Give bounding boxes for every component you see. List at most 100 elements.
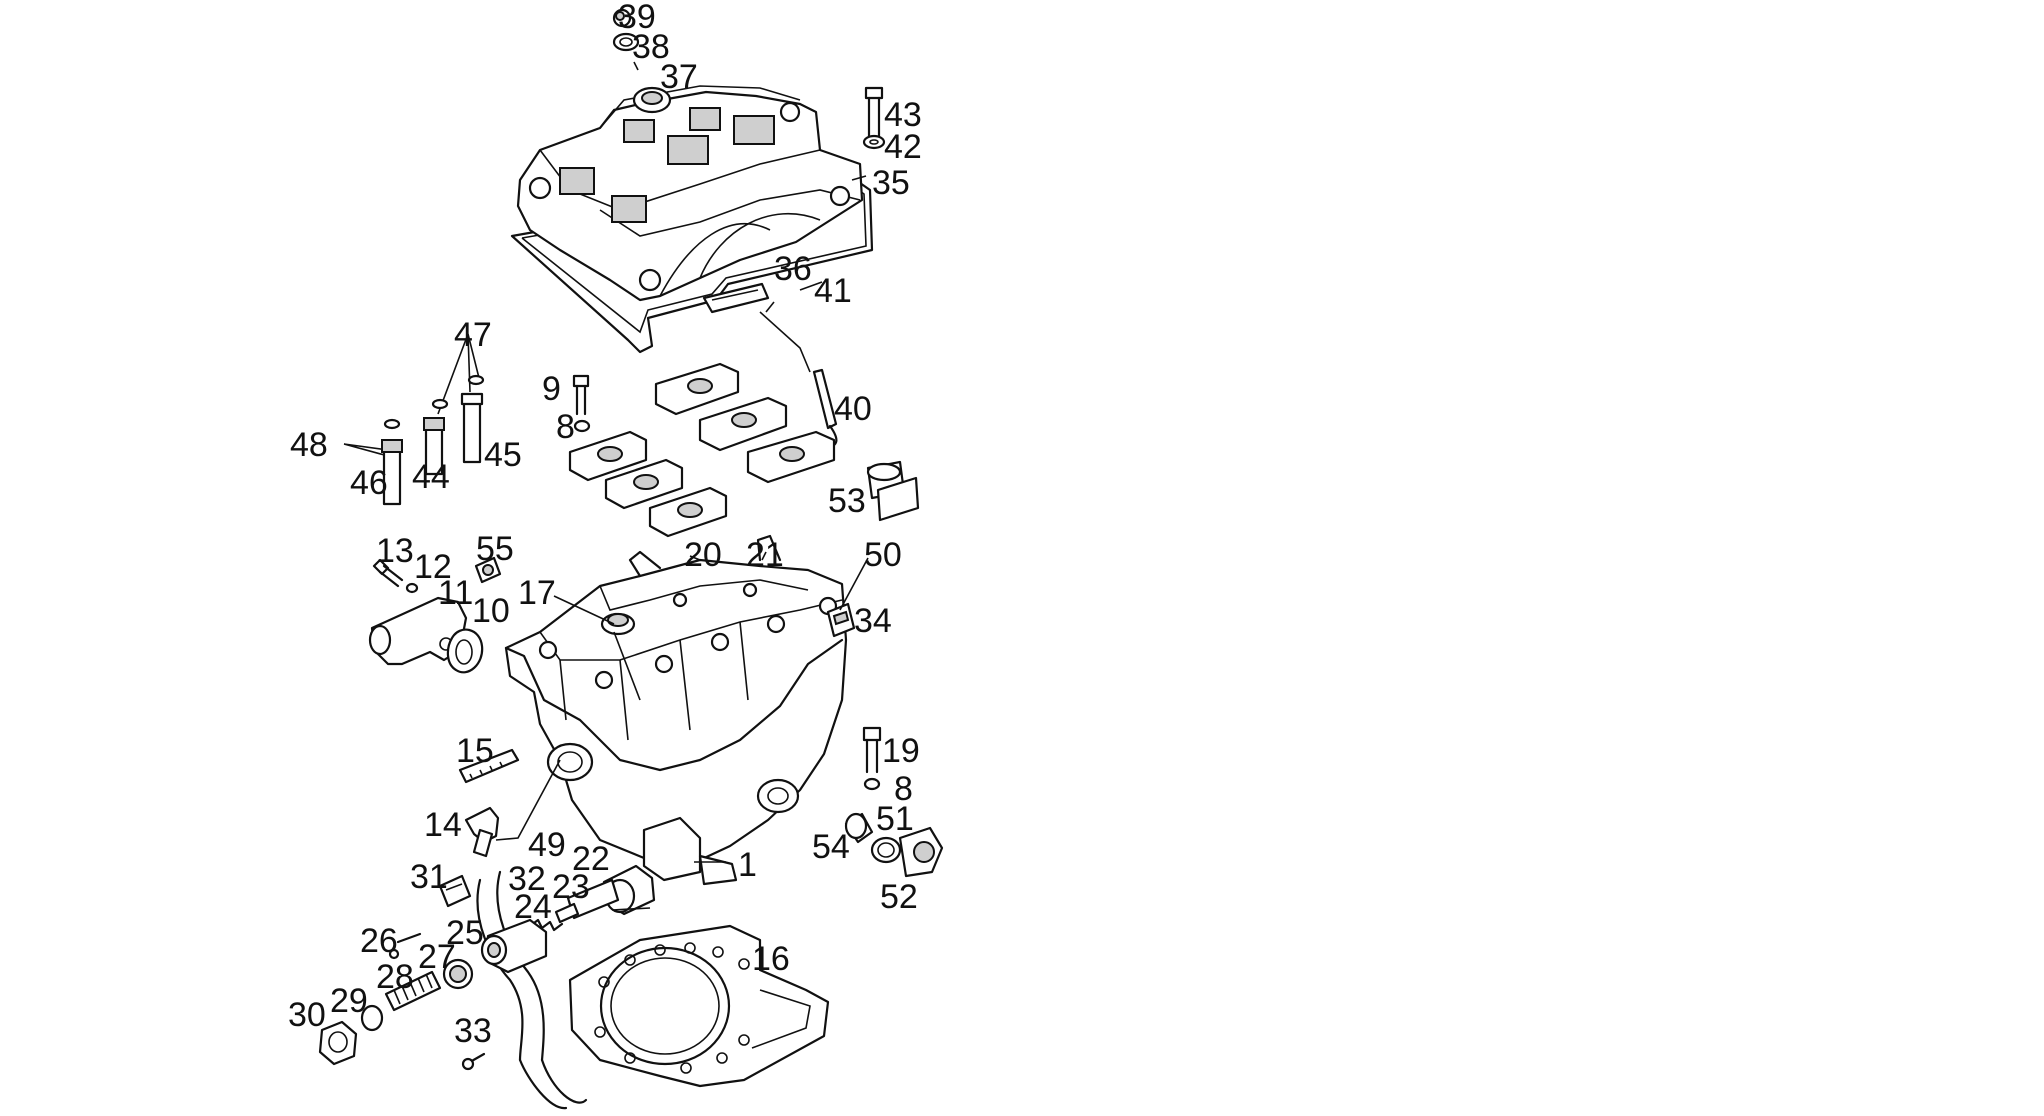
washer-12 — [405, 582, 419, 594]
camshaft-cap-f — [648, 486, 728, 538]
pin-23 — [554, 902, 580, 924]
o-ring-51 — [870, 836, 902, 864]
bolt-33 — [461, 1052, 486, 1071]
callout-12: 12 — [414, 548, 452, 586]
callout-36: 36 — [774, 250, 812, 288]
spring-24 — [528, 918, 564, 932]
callout-51: 51 — [876, 800, 914, 838]
bolt-9 — [572, 374, 590, 416]
callout-53: 53 — [828, 482, 866, 520]
callout-45: 45 — [484, 436, 522, 474]
hose-32 — [476, 870, 588, 1110]
callout-48: 48 — [290, 426, 328, 464]
pin-26 — [388, 932, 422, 960]
bolt-43 — [864, 86, 884, 138]
callout-29: 29 — [330, 982, 368, 1020]
seal-37 — [632, 86, 672, 114]
o-ring-47-b — [431, 398, 449, 410]
callout-44: 44 — [412, 458, 450, 496]
plug-52 — [898, 826, 944, 878]
callout-17: 17 — [518, 574, 556, 612]
callout-42: 42 — [884, 128, 922, 166]
callout-35: 35 — [872, 164, 910, 202]
tensioner-22 — [566, 864, 656, 920]
callout-13: 13 — [376, 532, 414, 570]
sensor-40 — [759, 311, 838, 450]
washer-29 — [360, 1004, 384, 1032]
breather-cap-39 — [612, 8, 632, 28]
plug-27 — [442, 958, 474, 990]
washer-8a — [573, 419, 591, 433]
callout-15: 15 — [456, 732, 494, 770]
bolt-13 — [372, 558, 404, 588]
bolt-19 — [862, 726, 882, 774]
callout-1: 1 — [738, 846, 757, 884]
callout-11: 11 — [438, 574, 473, 612]
camshaft-cap-e — [604, 458, 684, 510]
plate-36 — [702, 282, 770, 314]
callout-26: 26 — [360, 922, 398, 960]
callout-41: 41 — [814, 272, 852, 310]
callout-14: 14 — [424, 806, 462, 844]
fitting-14 — [464, 806, 500, 858]
callout-40: 40 — [834, 390, 872, 428]
callout-50: 50 — [864, 536, 902, 574]
camshaft-cap-a — [654, 362, 740, 416]
camshaft-cap-c — [746, 430, 836, 484]
callout-32: 32 — [508, 860, 546, 898]
o-ring-47-a — [383, 418, 401, 430]
valve-guide-44 — [423, 417, 445, 476]
callout-20: 20 — [684, 536, 722, 574]
valve-cover — [516, 85, 864, 302]
callout-16: 16 — [752, 940, 790, 978]
callout-21: 21 — [746, 536, 784, 574]
callout-31: 31 — [410, 858, 448, 896]
clamp-31 — [438, 874, 472, 908]
callout-33: 33 — [454, 1012, 492, 1050]
callout-43: 43 — [884, 96, 922, 134]
head-gasket-16 — [568, 924, 830, 1088]
tensioner-body-25 — [480, 918, 548, 974]
o-ring-47-c — [467, 374, 485, 386]
callout-23: 23 — [552, 868, 590, 906]
callout-38: 38 — [632, 28, 670, 66]
callout-28: 28 — [376, 958, 414, 996]
callout-10: 10 — [472, 592, 510, 630]
stud-15 — [458, 748, 520, 784]
callout-37: 37 — [660, 58, 698, 96]
washer-42 — [862, 134, 886, 150]
leader-lines — [495, 175, 869, 911]
callout-46: 46 — [350, 464, 388, 502]
valve-guide-45 — [460, 392, 484, 464]
callout-9: 9 — [542, 370, 561, 408]
callout-30: 30 — [288, 996, 326, 1034]
callout-34: 34 — [854, 602, 892, 640]
sleeve-54 — [844, 812, 874, 844]
callout-52: 52 — [880, 878, 918, 916]
callout-8a: 8 — [556, 408, 575, 446]
callout-labels: 39 38 37 43 42 35 36 41 47 9 8 40 48 46 … — [288, 0, 922, 1050]
gasket-10 — [446, 628, 484, 674]
camshaft-cap-b — [698, 396, 788, 452]
o-ring-38 — [612, 32, 640, 52]
callout-8b: 8 — [894, 770, 913, 808]
nut-17 — [600, 612, 636, 636]
cylinder-head-1 — [504, 534, 848, 886]
nut-30 — [318, 1020, 358, 1066]
sensor-55 — [474, 556, 502, 584]
callout-54: 54 — [812, 828, 850, 866]
callout-24: 24 — [514, 888, 552, 926]
spring-28 — [384, 970, 442, 1012]
callout-47: 47 — [454, 316, 492, 354]
water-outlet-11 — [368, 596, 468, 666]
callout-25: 25 — [446, 914, 484, 952]
camshaft-cap-d — [568, 430, 648, 482]
callout-55: 55 — [476, 530, 514, 568]
callout-49: 49 — [528, 826, 566, 864]
callout-19: 19 — [882, 732, 920, 770]
valve-guide-46 — [381, 439, 403, 506]
callout-22: 22 — [572, 840, 610, 878]
callout-27: 27 — [418, 938, 456, 976]
